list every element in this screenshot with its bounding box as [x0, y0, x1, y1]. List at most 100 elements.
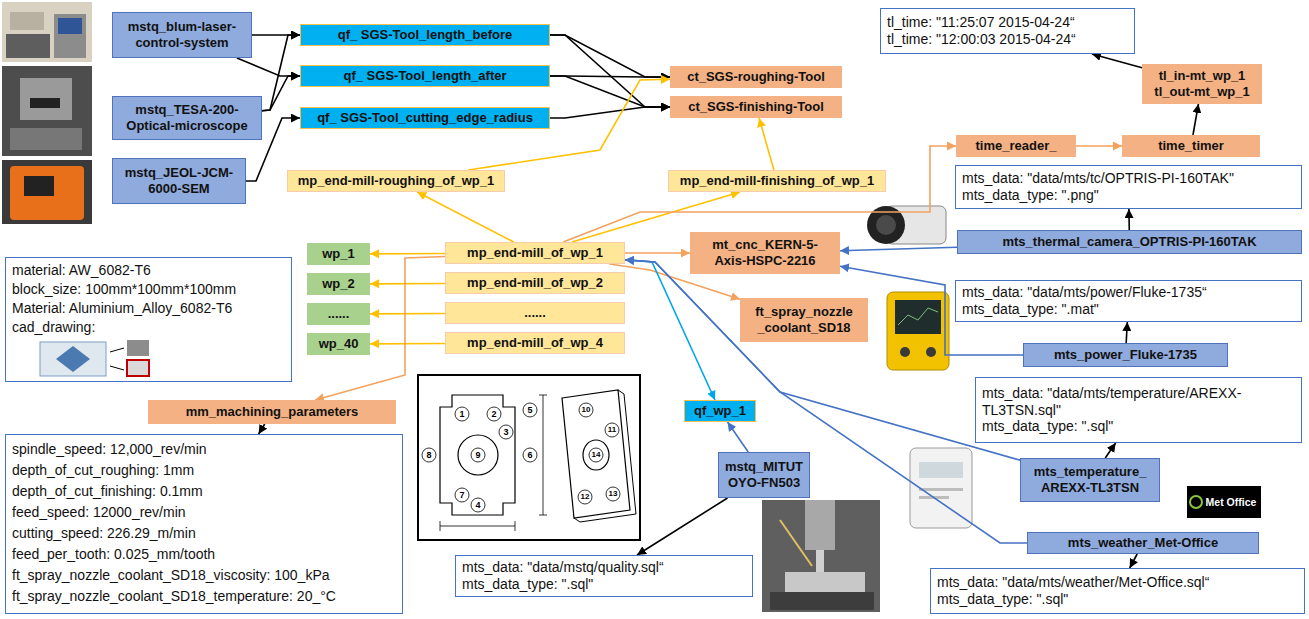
- data-box: mts_data: "data/mstq/quality.sql“mts_dat…: [455, 555, 753, 597]
- dimension-tick: [539, 515, 547, 516]
- node-text: wp_40: [313, 336, 364, 352]
- resource-box: ct_SGS-finishing-Tool: [670, 96, 842, 118]
- node-text: mstq_TESA-200- Optical-microscope: [118, 102, 256, 133]
- cad-pocket: [56, 346, 90, 372]
- node-text: ft_spray_nozzle_coolant_SD18_viscosity: …: [12, 565, 396, 586]
- callout-circles: [422, 403, 620, 512]
- data-box: mts_data: "data/mts/weather/Met-Office.s…: [930, 568, 1305, 614]
- photo-detail: [20, 78, 72, 120]
- node-text: qf_ SGS-Tool_length_after: [306, 68, 544, 84]
- node-text: mp_end-mill-finishing_of_wp_1: [674, 173, 880, 189]
- callout-number: 13: [609, 490, 618, 498]
- meter-body: [887, 292, 949, 370]
- connector-arrow: [1130, 554, 1137, 568]
- node-text: qf_wp_1: [690, 403, 750, 419]
- node-text: mp_end-mill_of_wp_1: [451, 245, 619, 261]
- callout-number: 11: [608, 426, 616, 434]
- node-text: ft_spray_nozzle _coolant_SD18: [746, 304, 862, 335]
- photo-background: [762, 500, 880, 612]
- node-text: mts_data: "data/mts/tc/OPTRIS-PI-160TAK": [962, 170, 1295, 187]
- logger-display: [919, 462, 963, 478]
- node-text: mts_power_Fluke-1735: [1029, 347, 1222, 363]
- resource-box: time_timer: [1122, 135, 1260, 157]
- callout-circle: [578, 490, 592, 504]
- connector-arrow: [1126, 322, 1127, 343]
- sensor-box: mts_thermal_camera_OPTRIS-PI-160TAK: [957, 230, 1302, 254]
- node-text: ......: [451, 305, 619, 321]
- sensor-box: mstq_TESA-200- Optical-microscope: [112, 96, 262, 140]
- callout-circle: [499, 425, 513, 439]
- photo-detail: [24, 176, 54, 196]
- photo-background: [2, 160, 92, 224]
- callout-circle: [523, 403, 537, 417]
- connector-arrow: [417, 192, 514, 242]
- node-text: tl_time: "12:00:03 2015-04-24“: [887, 31, 1128, 48]
- workpiece-box: wp_1: [307, 243, 370, 265]
- callout-number: 9: [475, 451, 480, 460]
- callout-circle: [487, 407, 501, 421]
- sensor-box: mstq_blum-laser- control-system: [112, 12, 252, 58]
- data-box: mts_data: "data/mts/temperature/AREXX- T…: [975, 377, 1302, 443]
- node-text: mm_machining_parameters: [154, 404, 390, 420]
- connector-arrow: [370, 253, 445, 255]
- plate-view: [562, 390, 630, 518]
- process-box: mp_end-mill-roughing_of_wp_1: [287, 170, 505, 192]
- connector-arrow: [637, 498, 727, 555]
- cad-pointer: [110, 366, 124, 370]
- node-text: mts_data_type: ".sql": [982, 418, 1295, 435]
- node-text: wp_2: [313, 276, 364, 292]
- connector-arrow: [237, 58, 300, 76]
- quality-feature-box: qf_ SGS-Tool_length_before: [300, 24, 550, 46]
- photo-detail: [6, 34, 50, 58]
- cad-pointer: [110, 348, 124, 352]
- sensor-box: mstq_MITUT OYO-FN503: [718, 452, 810, 498]
- sensor-box: mts_weather_Met-Office: [1027, 532, 1259, 554]
- node-text: cutting_speed: 226.29_m/min: [12, 523, 396, 544]
- node-text: tl_out-mt_wp_1: [1148, 84, 1256, 100]
- node-text: ct_SGS-finishing-Tool: [676, 99, 836, 115]
- node-text: tl_time: "11:25:07 2015-04-24“: [887, 14, 1128, 31]
- connector-arrow: [370, 313, 445, 315]
- dimension-tick: [515, 521, 516, 531]
- camera-lens: [876, 215, 896, 235]
- callout-number: 2: [491, 410, 496, 419]
- photo-detail: [30, 98, 60, 108]
- coolant-nozzle: [780, 520, 812, 566]
- meter-button: [900, 347, 910, 357]
- node-text: mts_data: "data/mts/power/Fluke-1735“: [962, 284, 1295, 301]
- callout-number: 3: [503, 428, 508, 437]
- meter-screen: [895, 300, 941, 334]
- connector-arrow: [550, 35, 670, 77]
- resource-box: time_reader_: [956, 135, 1076, 157]
- node-text: block_size: 100mm*100mm*100mm: [12, 280, 285, 299]
- photo-detail: [54, 14, 86, 58]
- data-box: mts_data: "data/mts/tc/OPTRIS-PI-160TAK"…: [955, 165, 1302, 209]
- quality-feature-box: qf_wp_1: [684, 400, 756, 422]
- node-text: wp_1: [313, 246, 364, 262]
- dimension-tick: [440, 521, 441, 531]
- sensor-box: mts_power_Fluke-1735: [1023, 343, 1228, 367]
- callout-number: 12: [581, 493, 590, 501]
- node-text: spindle_speed: 12,000_rev/min: [12, 439, 396, 460]
- data-box: mts_data: "data/mts/power/Fluke-1735“mts…: [955, 280, 1302, 322]
- connector-arrow: [550, 35, 670, 107]
- node-text: qf_ SGS-Tool_cutting_edge_radius: [306, 110, 544, 126]
- callout-number: 5: [527, 406, 532, 415]
- node-text: mstq_blum-laser- control-system: [118, 19, 246, 50]
- workpiece-box: wp_40: [307, 333, 370, 355]
- photo-detail: [10, 12, 44, 30]
- node-text: mts_data_type: ".sql": [462, 576, 746, 593]
- node-text: mp_end-mill_of_wp_2: [451, 275, 619, 291]
- node-text: depth_of_cut_roughing: 1mm: [12, 460, 396, 481]
- connector-arrow: [1092, 54, 1142, 68]
- meter-trace: [898, 308, 938, 325]
- connector-arrow: [550, 107, 670, 118]
- node-text: mp_end-mill_of_wp_4: [451, 335, 619, 351]
- node-text: mts_data: "data/mstq/quality.sql“: [462, 559, 746, 576]
- process-box: ......: [445, 302, 625, 324]
- callout-number: 7: [459, 491, 464, 500]
- photo-background: [2, 66, 92, 156]
- plate-hole: [583, 440, 609, 470]
- workpiece: [785, 572, 865, 592]
